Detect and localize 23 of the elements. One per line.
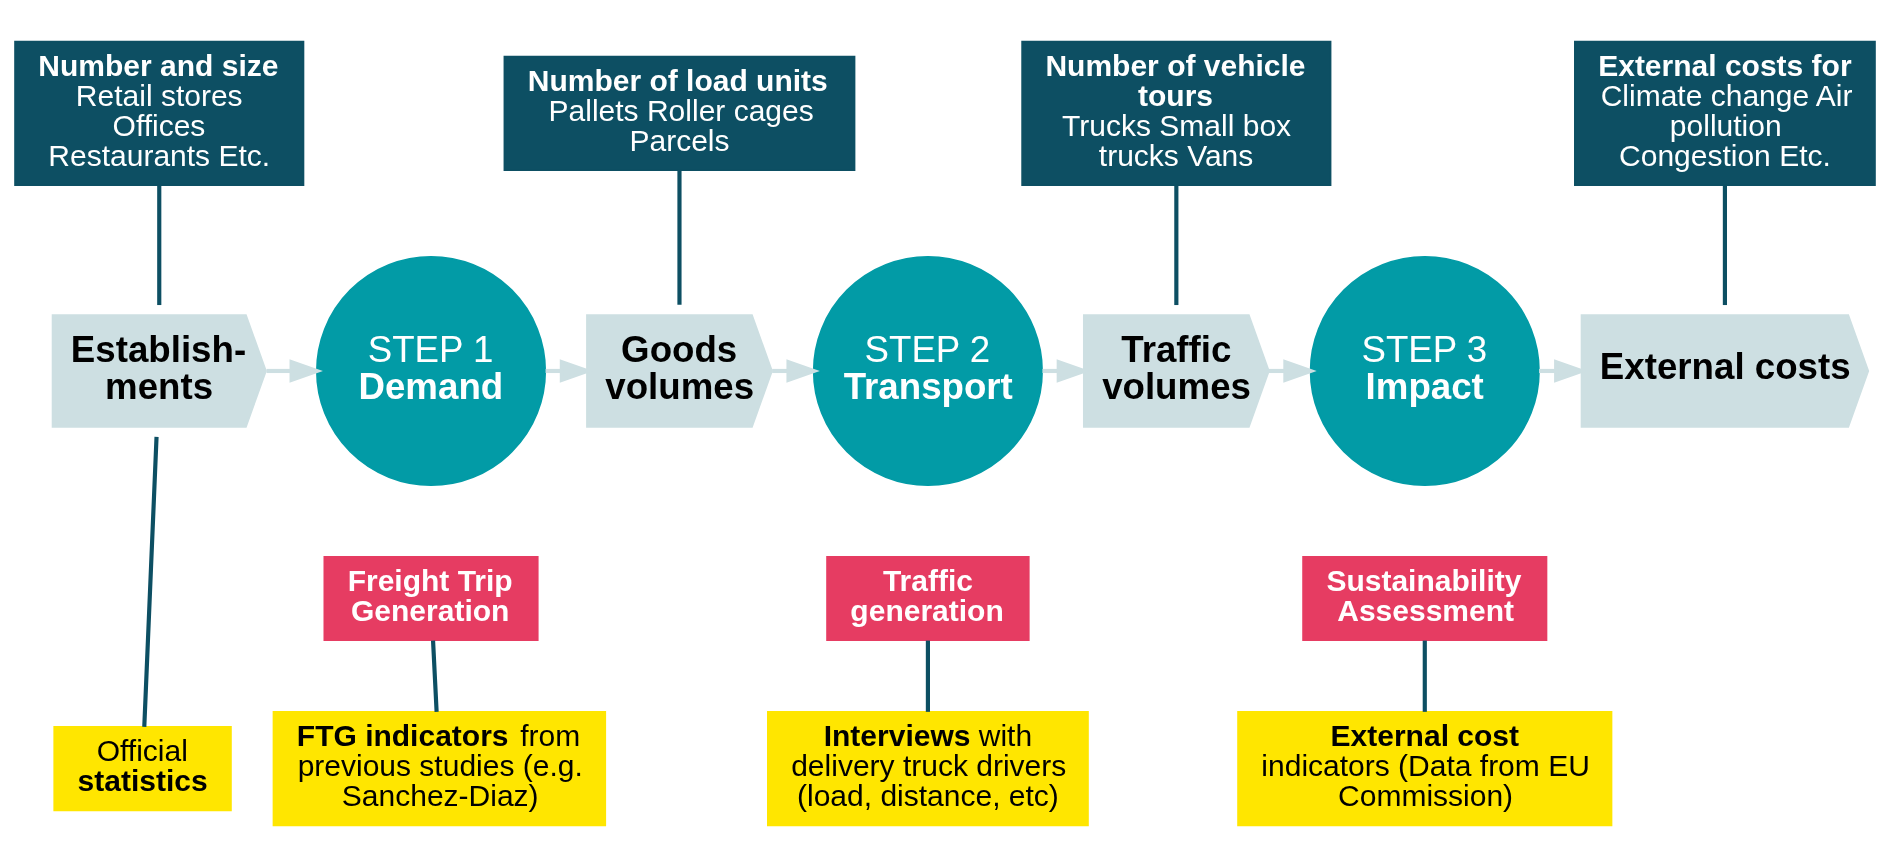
connector [1174, 184, 1179, 305]
node-box: Freight Trip Generation [323, 555, 539, 641]
node-box: External costs for Climate change Air pollution Congestion Etc. [1574, 40, 1876, 186]
node-box: Sustainability Assessment [1302, 555, 1548, 641]
node-box: Number and size Retail stores Offices Restaurants Etc. [14, 40, 305, 186]
node-box: Traffic generation [826, 555, 1030, 641]
connector [1722, 184, 1727, 305]
node-circle: STEP 2 Transport [812, 255, 1043, 486]
node-circle: STEP 1 Demand [316, 255, 547, 486]
node-box: FTG indicators from previous studies (e.g. Sanchez-Diaz) [272, 710, 607, 826]
node-box: Interviews with delivery truck drivers (load, distance, etc) [767, 710, 1089, 826]
connector [142, 436, 159, 727]
connector [430, 640, 439, 712]
connector [1422, 640, 1427, 712]
node-box: Number of load units Pallets Roller cages Parcels [503, 55, 856, 171]
node-circle: STEP 3 Impact [1309, 255, 1540, 486]
connector [157, 184, 162, 305]
arrow [266, 358, 323, 383]
node-box: External cost indicators (Data from EU Commission) [1237, 710, 1613, 826]
node-box: Number of vehicle tours Trucks Small box trucks Vans [1021, 40, 1332, 186]
connector [925, 640, 930, 712]
node-box: Official statistics [53, 725, 232, 811]
connector [677, 169, 682, 305]
